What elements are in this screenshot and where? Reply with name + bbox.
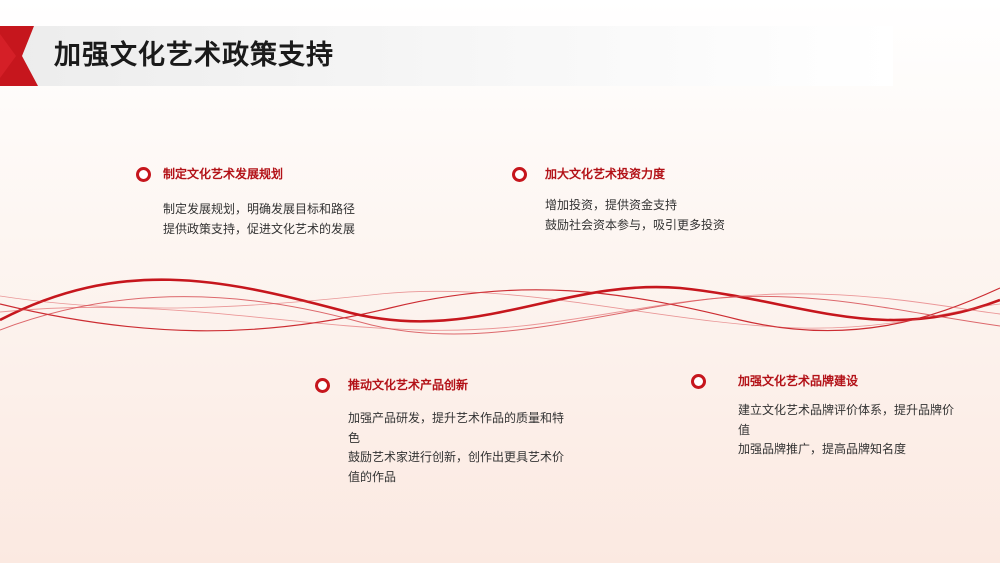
item-description-line: 增加投资，提供资金支持 bbox=[545, 198, 678, 212]
item-description-line: 值的作品 bbox=[348, 469, 397, 484]
item-description-line: 制定发展规划，明确发展目标和路径 bbox=[163, 202, 356, 216]
item-description: 增加投资，提供资金支持 鼓励社会资本参与，吸引更多投资 bbox=[545, 196, 725, 235]
page-title: 加强文化艺术政策支持 bbox=[54, 40, 334, 71]
item-title: 加强文化艺术品牌建设 bbox=[738, 374, 859, 388]
item-title: 推动文化艺术产品创新 bbox=[348, 378, 469, 392]
item-description-line: 鼓励艺术家进行创新，创作出更具艺术价 bbox=[348, 450, 565, 464]
item-title: 加大文化艺术投资力度 bbox=[545, 167, 666, 181]
item-description: 加强产品研发，提升艺术作品的质量和特 色 鼓励艺术家进行创新，创作出更具艺术价 … bbox=[348, 409, 564, 487]
bullet-ring-icon bbox=[136, 167, 151, 182]
item-description-line: 加强品牌推广，提高品牌知名度 bbox=[738, 442, 907, 456]
item-description-line: 加强产品研发，提升艺术作品的质量和特 bbox=[348, 411, 565, 425]
item-title: 制定文化艺术发展规划 bbox=[163, 167, 284, 181]
item-description-line: 提供政策支持，促进文化艺术的发展 bbox=[163, 221, 356, 236]
red-flag-decoration bbox=[0, 26, 38, 86]
bullet-ring-icon bbox=[315, 378, 330, 393]
title-bar bbox=[0, 26, 893, 86]
bullet-ring-icon bbox=[512, 167, 527, 182]
bullet-ring-icon bbox=[691, 374, 706, 389]
item-description-line: 鼓励社会资本参与，吸引更多投资 bbox=[545, 217, 726, 232]
red-wave-lines bbox=[0, 278, 1000, 335]
item-description-line: 值 bbox=[738, 422, 751, 437]
item-description: 制定发展规划，明确发展目标和路径 提供政策支持，促进文化艺术的发展 bbox=[163, 200, 355, 239]
item-description-line: 建立文化艺术品牌评价体系，提升品牌价 bbox=[738, 403, 955, 417]
item-description-line: 色 bbox=[348, 430, 361, 445]
item-description: 建立文化艺术品牌评价体系，提升品牌价 值 加强品牌推广，提高品牌知名度 bbox=[738, 401, 954, 460]
